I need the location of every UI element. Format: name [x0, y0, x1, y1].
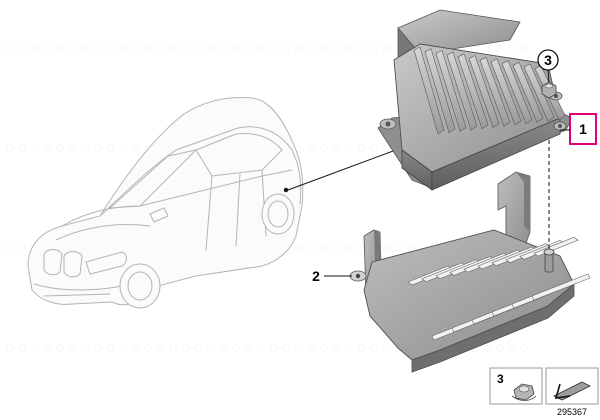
car-grille-right [63, 251, 83, 278]
callout-1-frame [569, 113, 597, 145]
install-location-dot [283, 187, 289, 193]
cooling-fin [424, 48, 456, 134]
drawing-number: 295367 [557, 407, 587, 417]
callout-2-label: 2 [312, 268, 320, 284]
car-roofline [99, 126, 293, 217]
control-module [377, 9, 573, 191]
cooling-fins [413, 46, 566, 135]
bolt-direction-icon [553, 381, 591, 401]
callout-1-label: 1 [579, 121, 587, 137]
cooling-fin [479, 56, 511, 127]
cooling-fin [490, 58, 522, 126]
cooling-fin [435, 49, 467, 132]
cooling-fin [457, 53, 489, 130]
car-rear-wheel [261, 193, 295, 235]
cooling-fin [413, 46, 445, 135]
bracket-slots [407, 236, 591, 341]
nut-icon [511, 383, 537, 401]
car-rear [291, 149, 302, 205]
car-grille-left [43, 249, 63, 276]
location-leader-line [287, 143, 413, 191]
callout-3-label: 3 [544, 52, 552, 68]
cooling-fin [468, 55, 500, 128]
car-side-windows [195, 133, 283, 177]
bracket-slot [531, 273, 591, 301]
car-hood [55, 205, 151, 241]
vehicle-illustration [27, 97, 304, 309]
nut-part [541, 81, 557, 99]
car-front-wheel [119, 263, 161, 309]
cooling-fin [501, 60, 533, 125]
cooling-fin [446, 51, 478, 131]
legend-item-number: 3 [497, 372, 504, 386]
car-headlight [85, 251, 127, 275]
car-body [27, 97, 304, 306]
car-beltline [139, 169, 293, 207]
parts-legend: 3 295367 [489, 367, 599, 417]
cooling-fin [523, 63, 555, 122]
mounting-bracket [349, 171, 591, 373]
callout-3-leader [547, 69, 550, 83]
cooling-fin [512, 61, 544, 123]
car-mirror [149, 207, 169, 223]
